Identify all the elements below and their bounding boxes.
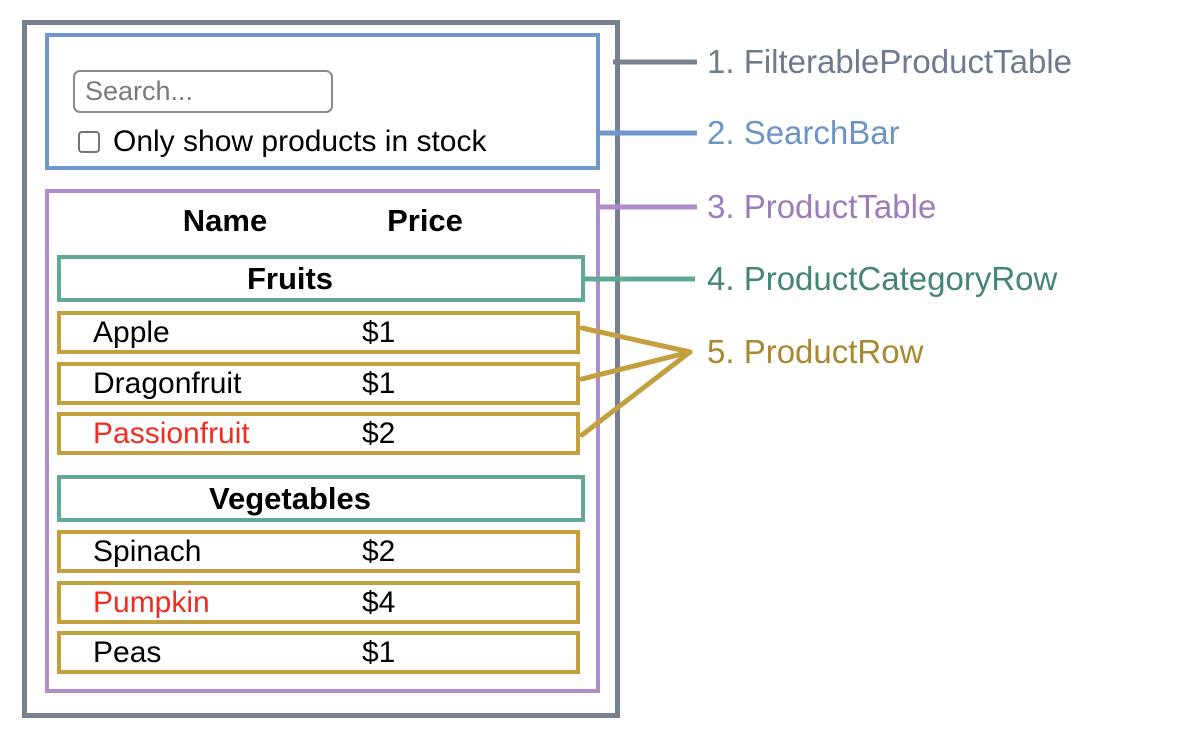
product-price: $1 — [362, 366, 396, 400]
product-name: Passionfruit — [93, 416, 250, 450]
product-row-apple: Apple $1 — [57, 311, 580, 354]
legend-product-table: 3. ProductTable — [707, 188, 937, 225]
column-header-name: Name — [182, 203, 268, 238]
product-row-peas: Peas $1 — [57, 631, 580, 674]
product-price: $2 — [362, 416, 396, 450]
legend-filterable-product-table: 1. FilterableProductTable — [707, 43, 1073, 80]
category-row-vegetables: Vegetables — [57, 475, 585, 522]
legend-product-category-row: 4. ProductCategoryRow — [707, 260, 1058, 297]
product-name: Peas — [93, 635, 162, 669]
product-name: Apple — [93, 315, 170, 349]
product-price: $2 — [362, 534, 396, 568]
product-name: Spinach — [93, 534, 202, 568]
category-label: Vegetables — [209, 480, 371, 516]
legend-product-row: 5. ProductRow — [707, 333, 924, 370]
product-row-pumpkin: Pumpkin $4 — [57, 581, 580, 624]
product-price: $1 — [362, 315, 396, 349]
in-stock-checkbox[interactable] — [78, 131, 100, 153]
product-name: Dragonfruit — [93, 366, 242, 400]
column-header-price: Price — [387, 203, 463, 238]
product-name: Pumpkin — [93, 585, 210, 619]
product-row-dragonfruit: Dragonfruit $1 — [57, 362, 580, 405]
category-label: Fruits — [246, 260, 334, 296]
product-row-spinach: Spinach $2 — [57, 530, 580, 573]
legend-search-bar: 2. SearchBar — [707, 114, 900, 151]
product-row-passionfruit: Passionfruit $2 — [57, 412, 580, 455]
in-stock-checkbox-label: Only show products in stock — [113, 125, 487, 158]
product-price: $4 — [362, 585, 396, 619]
product-price: $1 — [362, 635, 396, 669]
category-row-fruits: Fruits — [57, 255, 585, 302]
search-input[interactable] — [73, 70, 333, 113]
